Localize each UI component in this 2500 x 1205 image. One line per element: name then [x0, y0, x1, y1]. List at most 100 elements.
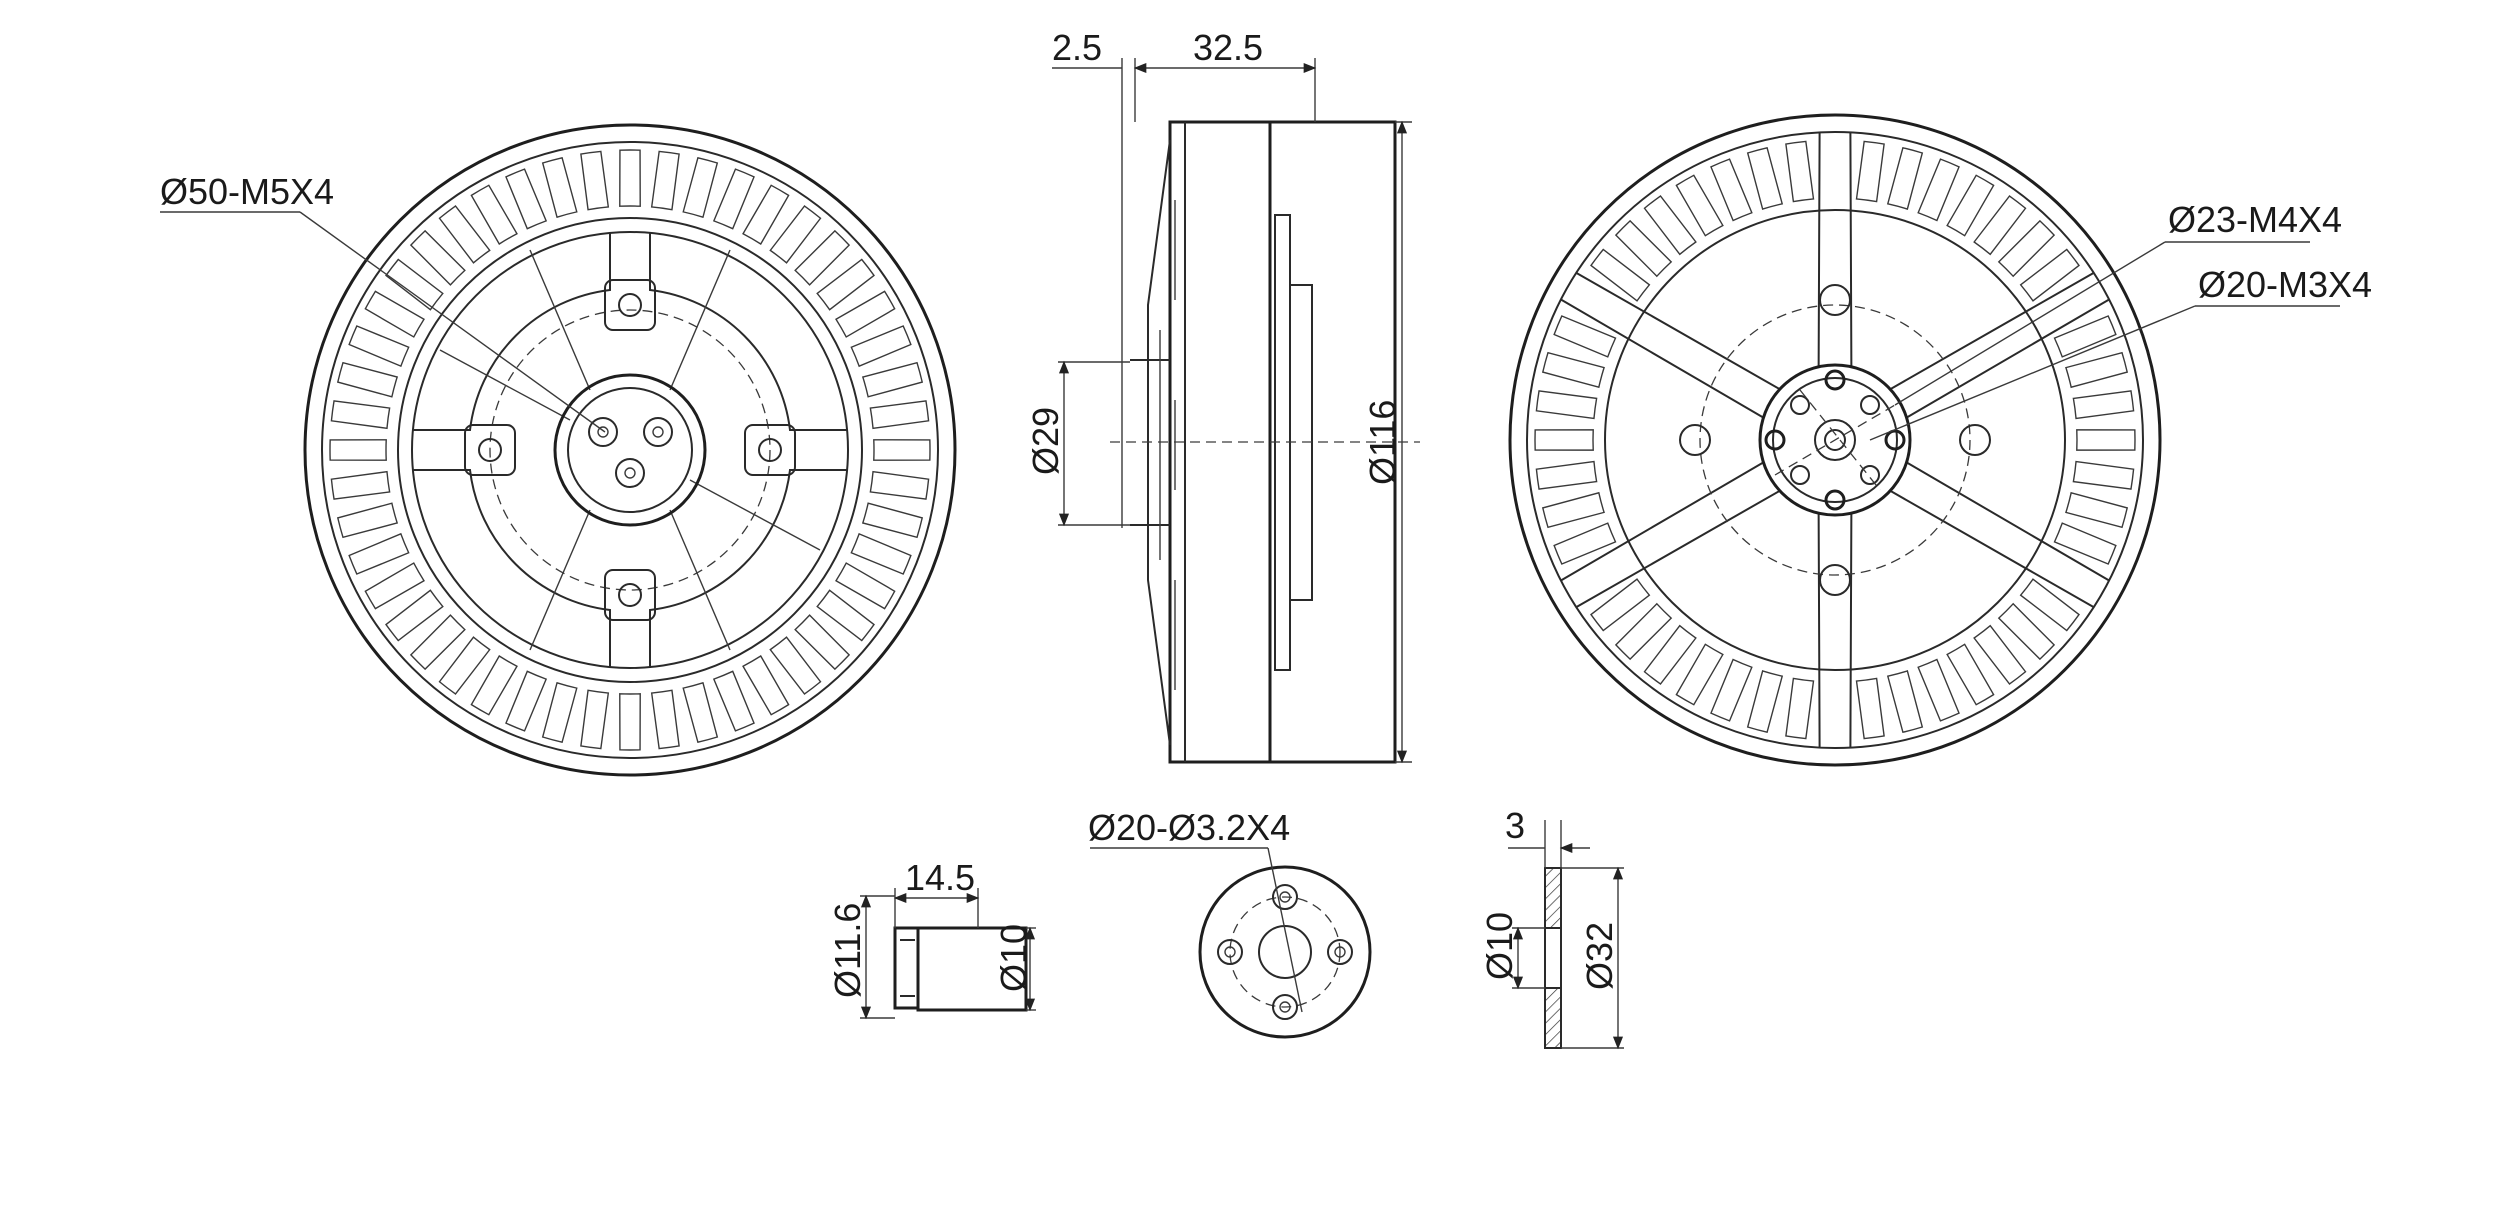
vent-slot	[2053, 522, 2117, 565]
vent-slot	[769, 636, 822, 695]
vent-slot	[869, 400, 930, 430]
vent-slot	[650, 150, 680, 211]
vent-slot	[2072, 460, 2135, 490]
shaft-inner-label: Ø10	[993, 924, 1034, 992]
vent-slot	[1710, 158, 1753, 222]
vent-slot	[1946, 174, 1995, 237]
back-spoke	[1889, 461, 2110, 609]
back-spoke	[1560, 461, 1781, 609]
plate-bore-label: Ø10	[1479, 912, 1520, 980]
vent-slot	[794, 229, 851, 286]
vent-slot	[619, 693, 641, 751]
back-mount-holes	[1679, 284, 1991, 596]
back-small-circle-label: Ø20-M3X4	[2198, 264, 2372, 305]
vent-slot	[712, 670, 755, 732]
vent-slot	[2019, 248, 2080, 302]
vent-slot	[1785, 677, 1815, 740]
back-spokes	[1560, 132, 2110, 748]
back-spoke	[1817, 132, 1853, 367]
vent-slot	[1643, 195, 1697, 256]
vent-slot	[541, 156, 578, 219]
vent-slot	[505, 168, 548, 230]
vent-slot	[364, 290, 425, 338]
vent-slot	[364, 562, 425, 610]
vent-slot	[505, 670, 548, 732]
vent-slot	[2065, 351, 2129, 389]
back-large-circle-label: Ø23-M4X4	[2168, 199, 2342, 240]
vent-slot	[409, 229, 466, 286]
vent-slot	[682, 681, 719, 744]
vent-slot	[2076, 429, 2136, 451]
vent-slot	[329, 439, 387, 461]
side-shaft-label: Ø29	[1025, 407, 1066, 475]
vent-slot	[580, 150, 610, 211]
vent-slot	[850, 532, 912, 575]
adapter-detail: Ø20-Ø3.2X4	[1088, 807, 1372, 1039]
vent-slot	[330, 470, 391, 500]
vent-slot	[1590, 248, 1651, 302]
shaft-length-label: 14.5	[905, 857, 975, 898]
vent-slot	[835, 562, 896, 610]
vent-slot	[1534, 429, 1594, 451]
vent-slot	[348, 532, 410, 575]
vent-slot	[1886, 670, 1924, 734]
vent-slot	[1614, 602, 1673, 661]
vent-slot	[861, 361, 924, 398]
vent-slot	[619, 149, 641, 207]
vent-slot	[1675, 643, 1724, 706]
vent-slot	[1553, 315, 1617, 358]
back-spoke	[1889, 271, 2110, 419]
vent-slot	[1973, 195, 2027, 256]
motor-back-view	[1508, 113, 2162, 767]
shaft-outer-label: Ø11.6	[827, 903, 868, 998]
front-bolt-circle-label: Ø50-M5X4	[160, 171, 334, 212]
vent-slot	[1785, 140, 1815, 203]
vent-slot	[1855, 140, 1885, 203]
vent-slot	[336, 361, 399, 398]
vent-slot	[1710, 658, 1753, 722]
side-flange-label: 2.5	[1052, 27, 1102, 68]
vent-slot	[850, 325, 912, 368]
front-ventilation-slots	[329, 149, 931, 751]
vent-slot	[438, 205, 491, 264]
vent-slot	[2072, 390, 2135, 420]
vent-slot	[1997, 219, 2056, 278]
vent-slot	[2065, 491, 2129, 529]
vent-slot	[470, 655, 518, 716]
front-bolt-circle-leader: Ø50-M5X4	[160, 171, 606, 433]
vent-slot	[742, 655, 790, 716]
vent-slot	[769, 205, 822, 264]
vent-slot	[1746, 670, 1784, 734]
vent-slot	[336, 502, 399, 539]
vent-slot	[470, 184, 518, 245]
plate-detail: 3 Ø10 Ø32	[1479, 805, 1624, 1050]
vent-slot	[816, 589, 875, 642]
side-dimensions: 2.5 32.5 Ø29 Ø116	[1025, 27, 1412, 764]
vent-slot	[385, 589, 444, 642]
vent-slot	[682, 156, 719, 219]
shaft-detail: 14.5 Ø11.6 Ø10	[827, 857, 1036, 1020]
vent-slot	[1614, 219, 1673, 278]
vent-slot	[650, 689, 680, 750]
vent-slot	[2019, 578, 2080, 632]
plate-outer-label: Ø32	[1579, 922, 1620, 990]
vent-slot	[1997, 602, 2056, 661]
vent-slot	[1886, 146, 1924, 210]
vent-slot	[816, 258, 875, 311]
vent-slot	[580, 689, 610, 750]
vent-slot	[1973, 624, 2027, 685]
vent-slot	[1541, 351, 1605, 389]
vent-slot	[2053, 315, 2117, 358]
vent-slot	[742, 184, 790, 245]
side-length-label: 32.5	[1193, 27, 1263, 68]
plate-thickness-label: 3	[1505, 805, 1525, 846]
vent-slot	[1643, 624, 1697, 685]
vent-slot	[541, 681, 578, 744]
vent-slot	[869, 470, 930, 500]
adapter-holes-label: Ø20-Ø3.2X4	[1088, 807, 1290, 848]
motor-side-view	[1110, 120, 1420, 764]
vent-slot	[1675, 174, 1724, 237]
front-mount-holes	[464, 279, 796, 621]
vent-slot	[861, 502, 924, 539]
